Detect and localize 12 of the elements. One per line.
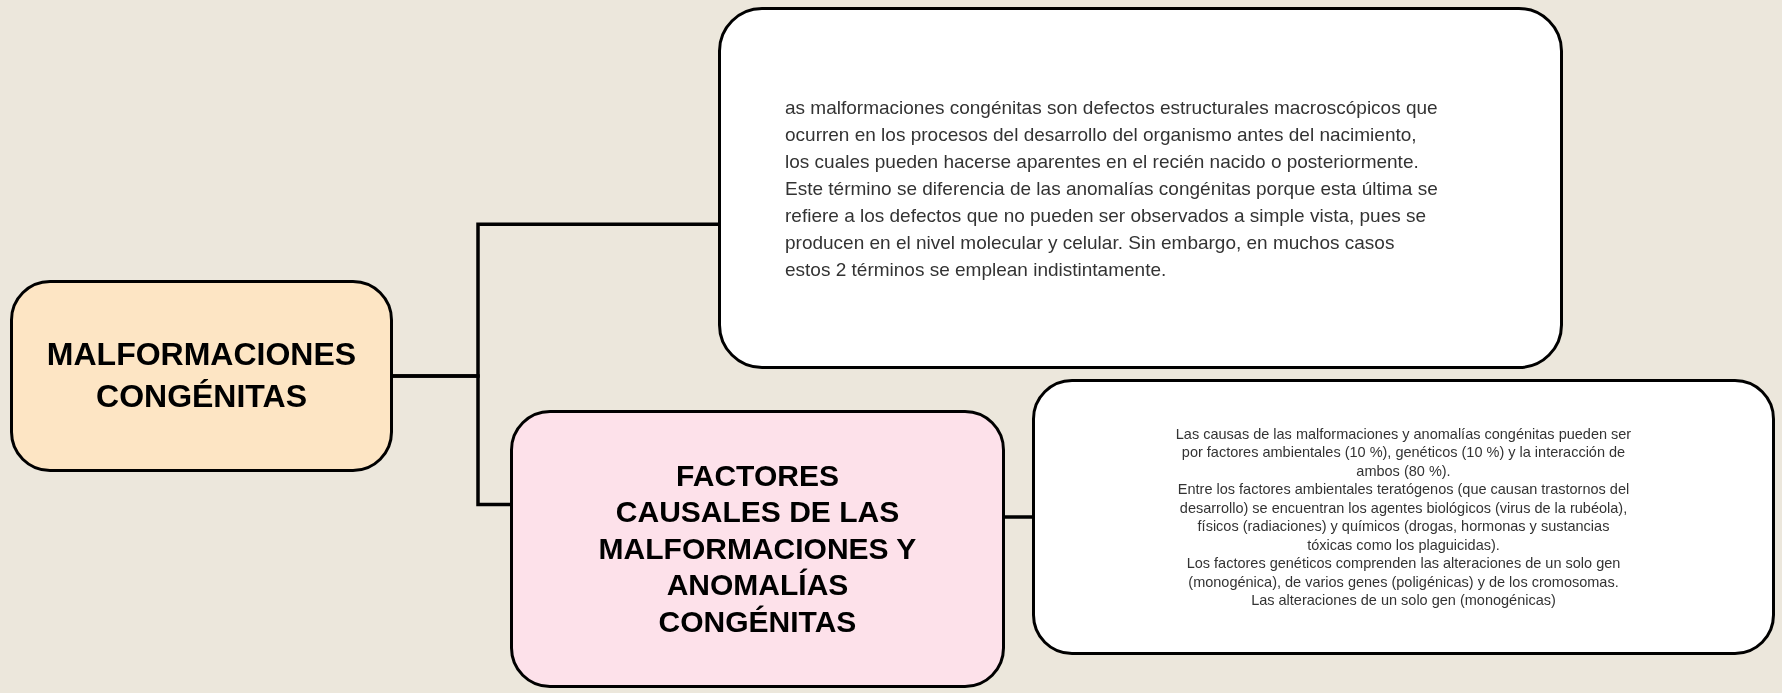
definition-text: as malformaciones congénitas son defectos estructurales macroscópicos que ocurren en los procesos del desarrollo del organismo antes del nacimiento, los cuales pueden hacerse aparentes en el recién nacido o posteriormente. Este término se diferencia de las anomalías congénitas porque esta última se refiere a los defectos que no pueden ser observados a simple vista, pues se producen en el nivel molecular y celular. Sin embargo, en muchos casos estos 2 términos se emplean indistintamente. [785, 95, 1439, 282]
causes-paragraph: Entre los factores ambientales teratógenos (que causan trastornos del desarrollo) se encuentran los agentes biológicos (virus de la rubéola), físicos (radiaciones) y químicos (drogas, hormonas y sustancias tóxicas como los plaguicidas). [1176, 480, 1631, 554]
subtopic-box [510, 410, 1005, 688]
connector-line [393, 374, 510, 507]
connector-line [1005, 515, 1032, 519]
subtopic-title: FACTORES CAUSALES DE LAS MALFORMACIONES Y ANOMALÍAS CONGÉNITAS [597, 457, 918, 640]
causes-paragraph: Los factores genéticos comprenden las alteraciones de un solo gen (monogénica), de varios genes (poligénicas) y de los cromosomas. Las alteraciones de un solo gen (monogénicas) [1185, 554, 1622, 610]
topic-title: MALFORMACIONES CONGÉNITAS [45, 335, 358, 416]
causes-box [1032, 379, 1775, 655]
causes-paragraph: Las causas de las malformaciones y anomalías congénitas pueden ser por factores ambientales (10 %), genéticos (10 %) y la interacción de ambos (80 %). [1175, 424, 1632, 480]
definition-box [718, 7, 1563, 369]
topic-box [10, 280, 393, 472]
